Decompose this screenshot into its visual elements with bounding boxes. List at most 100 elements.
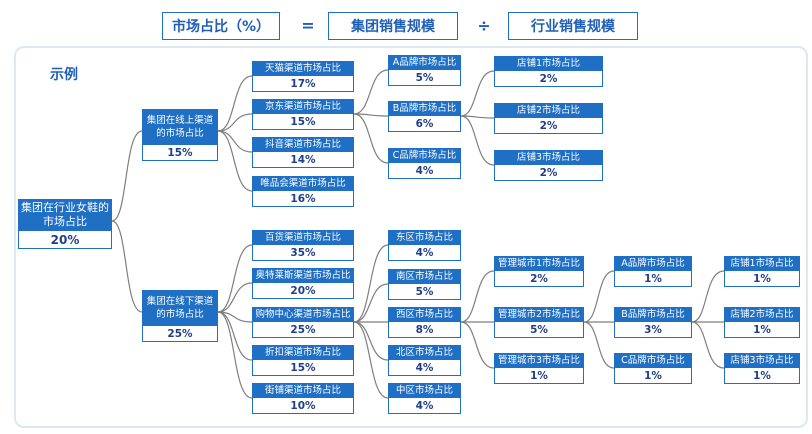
offline-channel-value: 10%: [252, 398, 354, 414]
offline-channel-label: 奥特莱斯渠道市场占比: [252, 268, 354, 283]
online-channel-value: 15%: [252, 114, 354, 130]
online-channel-label: 天猫渠道市场占比: [252, 61, 354, 76]
online-channel-tmall: 天猫渠道市场占比 17%: [252, 61, 354, 92]
city-value: 5%: [494, 322, 584, 338]
online-channel-label: 唯品会渠道市场占比: [252, 176, 354, 191]
online-channel-value: 17%: [252, 76, 354, 92]
region-node-north: 北区市场占比 4%: [388, 345, 461, 376]
offline-brand-value: 1%: [614, 368, 692, 384]
offline-channel-label: 折扣渠道市场占比: [252, 345, 354, 360]
offline-store-label: 店铺3市场占比: [724, 353, 800, 368]
offline-store-label: 店铺1市场占比: [724, 256, 800, 271]
offline-store-label: 店铺2市场占比: [724, 307, 800, 322]
connector-obrandb-store3: [691, 321, 725, 369]
formula-equals-sign: =: [301, 16, 315, 35]
online-node-label: 集团在线上渠道的市场占比: [142, 109, 218, 145]
formula-industry-sales-label: 行业销售规模: [531, 19, 615, 35]
connector-offline-outlet: [217, 282, 253, 313]
offline-channel-discount: 折扣渠道市场占比 15%: [252, 345, 354, 376]
store-value: 2%: [494, 118, 603, 134]
region-label: 西区市场占比: [388, 307, 461, 322]
offline-node-label: 集团在线下渠道的市场占比: [142, 290, 218, 326]
region-node-east: 东区市场占比 4%: [388, 230, 461, 261]
brand-label: C品牌市场占比: [388, 148, 461, 163]
offline-node: 集团在线下渠道的市场占比 25%: [142, 290, 218, 342]
brand-value: 4%: [388, 163, 461, 179]
offline-brand-node-b: B品牌市场占比 3%: [614, 307, 692, 338]
connector-offline-street: [217, 311, 253, 399]
formula-market-share-label: 市场占比（%）: [171, 19, 271, 35]
region-label: 南区市场占比: [388, 269, 461, 284]
offline-channel-label: 百货渠道市场占比: [252, 230, 354, 245]
online-channel-value: 16%: [252, 191, 354, 207]
offline-channel-label: 购物中心渠道市场占比: [252, 307, 354, 322]
offline-channel-outlet: 奥特莱斯渠道市场占比 20%: [252, 268, 354, 299]
offline-brand-value: 3%: [614, 322, 692, 338]
connector-obrandb-store1: [691, 270, 725, 323]
connector-offline-discount: [217, 311, 253, 361]
offline-channel-street: 街铺渠道市场占比 10%: [252, 383, 354, 414]
brand-node-c: C品牌市场占比 4%: [388, 148, 461, 179]
brand-label: B品牌市场占比: [388, 101, 461, 116]
connector-brandb-store2: [460, 115, 495, 119]
connector-online-douyin: [217, 130, 253, 153]
brand-node-a: A品牌市场占比 5%: [388, 55, 461, 86]
connector-root-online: [111, 130, 143, 222]
offline-channel-mall: 购物中心渠道市场占比 25%: [252, 307, 354, 338]
region-label: 中区市场占比: [388, 383, 461, 398]
connector-jd-brand-a: [353, 69, 389, 115]
offline-channel-label: 街铺渠道市场占比: [252, 383, 354, 398]
example-label: 示例: [50, 67, 78, 83]
online-node: 集团在线上渠道的市场占比 15%: [142, 109, 218, 161]
offline-channel-value: 20%: [252, 283, 354, 299]
brand-node-b: B品牌市场占比 6%: [388, 101, 461, 132]
root-node-label: 集团在行业女鞋的市场占比: [18, 199, 112, 231]
city-node-3: 管理城市3市场占比 1%: [494, 353, 584, 384]
online-channel-value: 14%: [252, 152, 354, 168]
store-label: 店铺2市场占比: [494, 103, 603, 118]
formula-divide-sign: ÷: [477, 16, 491, 35]
offline-store-value: 1%: [724, 368, 800, 384]
offline-channel-value: 15%: [252, 360, 354, 376]
region-node-west: 西区市场占比 8%: [388, 307, 461, 338]
offline-brand-value: 1%: [614, 271, 692, 287]
store-node-1: 店铺1市场占比 2%: [494, 56, 603, 87]
online-channel-jd: 京东渠道市场占比 15%: [252, 99, 354, 130]
connector-mall-east: [353, 244, 389, 323]
offline-brand-label: B品牌市场占比: [614, 307, 692, 322]
city-node-1: 管理城市1市场占比 2%: [494, 256, 584, 287]
region-value: 5%: [388, 284, 461, 300]
online-node-value: 15%: [142, 145, 218, 161]
store-label: 店铺3市场占比: [494, 150, 603, 165]
offline-channel-value: 25%: [252, 322, 354, 338]
offline-brand-label: A品牌市场占比: [614, 256, 692, 271]
online-channel-douyin: 抖音渠道市场占比 14%: [252, 137, 354, 168]
connector-brandb-store1: [460, 70, 495, 117]
connector-online-vip: [217, 130, 253, 192]
formula-industry-sales-box: 行业销售规模: [508, 12, 638, 40]
city-label: 管理城市1市场占比: [494, 256, 584, 271]
city-node-2: 管理城市2市场占比 5%: [494, 307, 584, 338]
connector-mall-north: [353, 321, 389, 361]
online-channel-label: 抖音渠道市场占比: [252, 137, 354, 152]
connector-jd-brand-b: [353, 113, 389, 117]
formula-market-share-box: 市场占比（%）: [162, 12, 280, 40]
offline-brand-node-c: C品牌市场占比 1%: [614, 353, 692, 384]
online-channel-vip: 唯品会渠道市场占比 16%: [252, 176, 354, 207]
region-value: 4%: [388, 245, 461, 261]
store-node-2: 店铺2市场占比 2%: [494, 103, 603, 134]
connector-west-city3: [460, 321, 495, 369]
offline-brand-node-a: A品牌市场占比 1%: [614, 256, 692, 287]
store-value: 2%: [494, 71, 603, 87]
offline-store-value: 1%: [724, 271, 800, 287]
city-value: 1%: [494, 368, 584, 384]
root-node: 集团在行业女鞋的市场占比 20%: [18, 199, 112, 249]
region-label: 北区市场占比: [388, 345, 461, 360]
region-label: 东区市场占比: [388, 230, 461, 245]
store-label: 店铺1市场占比: [494, 56, 603, 71]
root-node-value: 20%: [18, 231, 112, 249]
connector-city2-brand-c: [583, 321, 615, 369]
city-value: 2%: [494, 271, 584, 287]
connector-jd-brand-c: [353, 113, 389, 164]
